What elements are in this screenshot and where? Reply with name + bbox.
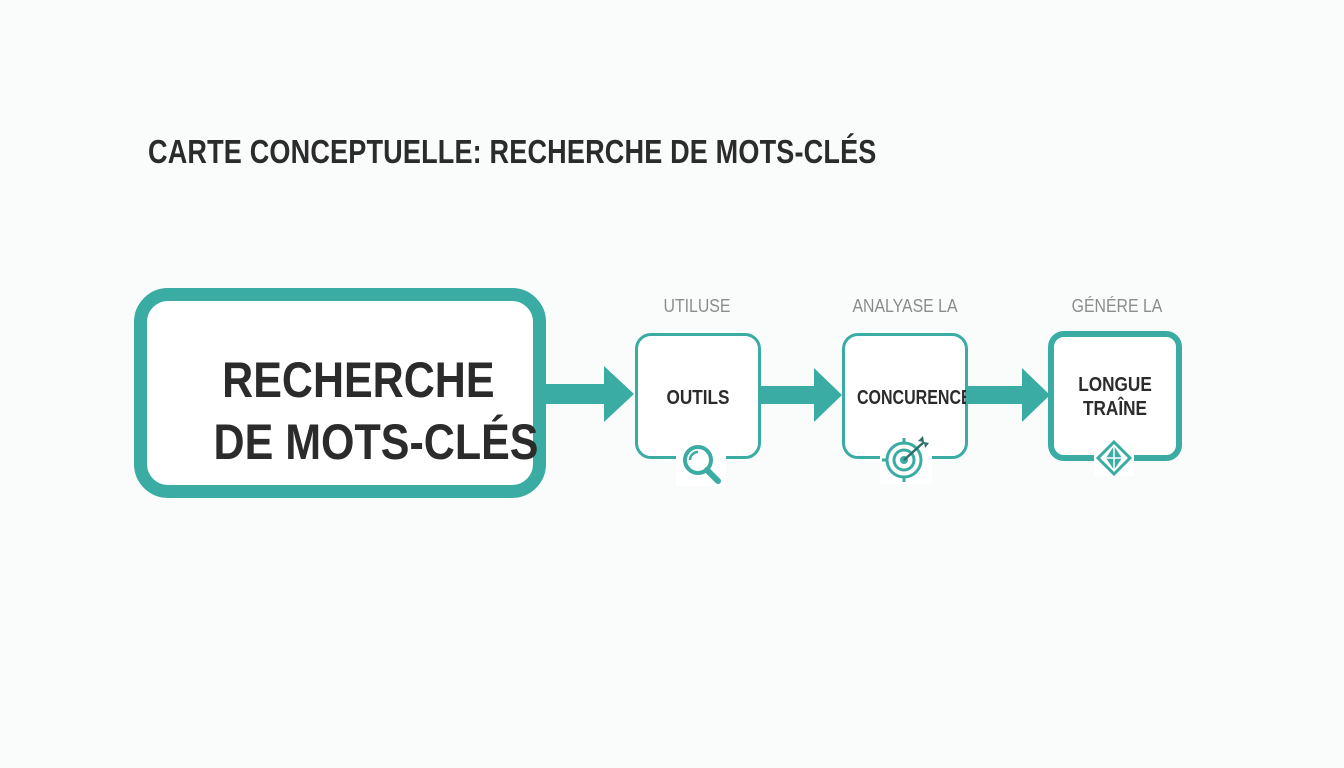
step-label-longue: LONGUE [1078,374,1152,396]
arrow-outils-to-concurence [758,368,842,422]
step-node-longue-traine: LONGUE TRAÎNE [1048,331,1182,461]
central-node: RECHERCHE DE MOTS-CLÉS [134,288,546,498]
step-label-longue-traine: LONGUE TRAÎNE [1063,373,1168,421]
central-node-line1: RECHERCHE [222,352,495,408]
arrow-concurence-to-longue-traine [966,368,1050,422]
step-label-concurence: CONCURENCE [857,387,972,409]
magnifier-icon [676,440,726,486]
central-node-label: RECHERCHE DE MOTS-CLÉS [213,349,539,473]
diamond-icon [1094,440,1134,476]
central-node-line2: DE MOTS-CLÉS [213,414,539,470]
relation-label-analyse: ANALYASE LA [852,296,958,316]
relation-label-utilise: UTILUSE [663,296,731,316]
target-icon [880,432,932,484]
step-node-outils: OUTILS [635,333,761,459]
step-label-outils: OUTILS [666,387,730,409]
relation-label-genere: GÉNÉRE LA [1071,296,1163,316]
step-label-traine: TRAÎNE [1082,398,1148,420]
page-title: CARTE CONCEPTUELLE: RECHERCHE DE MOTS-CL… [148,133,877,170]
arrow-central-to-outils [540,366,634,422]
